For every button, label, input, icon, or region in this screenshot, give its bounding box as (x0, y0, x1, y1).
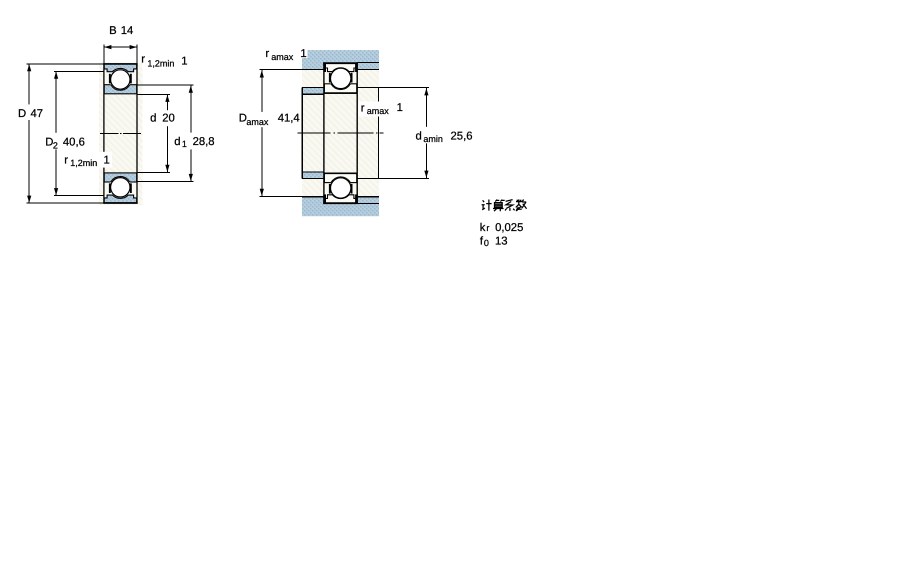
svg-text:amax: amax (271, 52, 294, 62)
svg-text:r: r (64, 155, 68, 167)
svg-text:D: D (45, 137, 53, 149)
svg-text:D: D (18, 108, 26, 120)
svg-text:d: d (174, 136, 180, 148)
svg-text:B: B (109, 25, 117, 37)
svg-text:D: D (239, 113, 247, 125)
svg-text:r: r (141, 54, 145, 66)
svg-text:41,4: 41,4 (278, 113, 300, 125)
svg-text:amax: amax (367, 106, 390, 116)
svg-text:1: 1 (181, 55, 187, 67)
svg-text:r: r (486, 223, 489, 233)
svg-text:d: d (150, 112, 156, 124)
svg-text:f: f (480, 236, 484, 248)
svg-text:1,2min: 1,2min (147, 59, 174, 69)
svg-text:1: 1 (300, 48, 306, 60)
svg-text:1,2min: 1,2min (70, 158, 97, 168)
svg-text:r: r (265, 48, 269, 60)
svg-text:1: 1 (104, 154, 110, 166)
svg-text:1: 1 (397, 102, 403, 114)
svg-text:28,8: 28,8 (193, 136, 215, 148)
svg-text:13: 13 (495, 236, 508, 248)
svg-text:d: d (416, 130, 422, 142)
svg-text:0,025: 0,025 (495, 222, 523, 234)
svg-text:amax: amax (246, 117, 269, 127)
svg-text:0: 0 (484, 238, 489, 248)
svg-text:r: r (361, 103, 365, 115)
svg-text:k: k (480, 222, 486, 234)
svg-text:amin: amin (423, 134, 443, 144)
svg-text:2: 2 (53, 140, 58, 150)
svg-text:47: 47 (31, 108, 44, 120)
svg-text:1: 1 (182, 139, 187, 149)
svg-text:25,6: 25,6 (451, 130, 473, 142)
svg-text:14: 14 (121, 25, 134, 37)
svg-text:20: 20 (162, 113, 175, 125)
svg-text:40,6: 40,6 (63, 137, 85, 149)
